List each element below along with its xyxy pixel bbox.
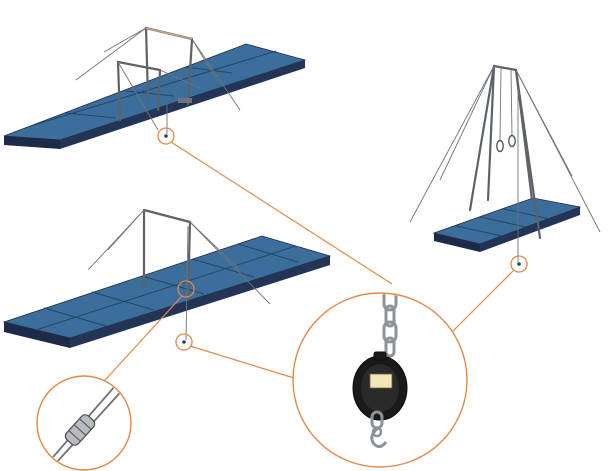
top-mat <box>3 43 307 149</box>
middle-bar-frame <box>87 208 271 341</box>
right-apparatus <box>409 64 601 273</box>
ring-right <box>508 134 516 148</box>
top-bar-frame <box>75 26 241 134</box>
tensioner-clamp-icon <box>64 414 96 446</box>
right-anchor-marker <box>510 255 528 273</box>
middle-mat <box>2 235 332 348</box>
ring-left <box>496 139 504 153</box>
middle-apparatus <box>2 208 332 351</box>
tensioner-marker <box>177 280 195 298</box>
anchor-hook-icon <box>352 294 408 449</box>
floor-anchor-hook-detail <box>292 292 468 468</box>
rings-frame <box>409 64 601 262</box>
middle-anchor-marker <box>175 333 193 351</box>
callout-lines <box>95 141 515 391</box>
top-anchor-marker <box>157 127 175 145</box>
cable-tensioner-detail <box>36 375 132 471</box>
right-mat <box>432 197 582 252</box>
top-apparatus <box>3 26 307 149</box>
